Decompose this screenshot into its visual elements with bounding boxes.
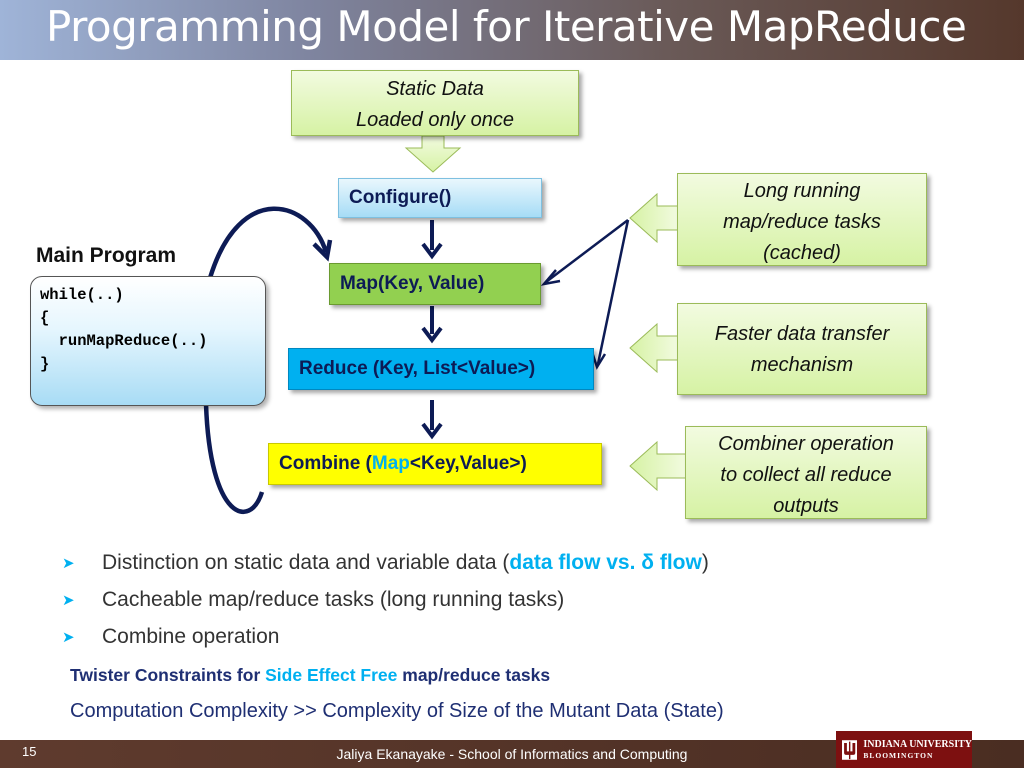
constraints-highlight: Side Effect Free	[265, 665, 398, 685]
combine-suffix: <Key,Value>)	[409, 453, 527, 474]
note-line: outputs	[773, 495, 839, 517]
note-line: map/reduce tasks	[723, 211, 881, 233]
bullet-suffix: )	[701, 551, 709, 574]
bullet-item: ➤ Distinction on static data and variabl…	[62, 545, 709, 581]
code-line: while(..)	[40, 286, 124, 304]
note-line: mechanism	[750, 354, 854, 376]
bullet-arrow-icon: ➤	[62, 555, 75, 572]
combiner-left-arrow	[629, 440, 687, 492]
bullet-text: Distinction on static data and variable …	[102, 551, 510, 574]
bullet-arrow-icon: ➤	[62, 629, 75, 646]
combine-box: Combine (Map<Key,Value>)	[268, 443, 602, 485]
bullet-arrow-icon: ➤	[62, 592, 75, 609]
long-running-left-arrow	[629, 192, 679, 244]
bullet-text: Cacheable map/reduce tasks (long running…	[102, 588, 565, 611]
note-line: Long running	[743, 180, 861, 202]
slide-number: 15	[22, 744, 37, 759]
long-running-note: Long running map/reduce tasks (cached)	[677, 173, 927, 266]
note-line: to collect all reduce	[720, 464, 892, 486]
constraints-prefix: Twister Constraints for	[70, 665, 266, 685]
cached-task-pointers	[540, 219, 630, 370]
code-line: {	[40, 309, 50, 327]
bullet-item: ➤ Combine operation	[62, 619, 279, 655]
main-program-label: Main Program	[36, 244, 177, 267]
code-line: }	[40, 355, 50, 373]
configure-box: Configure()	[338, 178, 542, 218]
constraints-text: Computation Complexity >> Complexity of …	[70, 700, 724, 722]
constraints-suffix: map/reduce tasks	[397, 665, 551, 685]
combine-prefix: Combine (	[279, 453, 372, 474]
title-bar	[0, 0, 1024, 60]
map-label: Map(Key, Value)	[340, 273, 485, 294]
combiner-note: Combiner operation to collect all reduce…	[685, 426, 927, 519]
static-data-line2: Loaded only once	[356, 109, 514, 131]
map-box: Map(Key, Value)	[329, 263, 541, 305]
static-data-line1: Static Data	[386, 78, 484, 100]
footer-text: Jaliya Ekanayake - School of Informatics…	[336, 746, 688, 762]
bullet-highlight: data flow vs. δ flow	[509, 551, 702, 574]
slide-title: Programming Model for Iterative MapReduc…	[46, 2, 967, 51]
note-line: (cached)	[763, 242, 841, 264]
flow-arrows	[421, 220, 443, 440]
note-line: Faster data transfer	[714, 323, 890, 345]
bullet-item: ➤ Cacheable map/reduce tasks (long runni…	[62, 582, 564, 618]
iu-logo-line1: INDIANA UNIVERSITY	[863, 738, 972, 750]
reduce-label: Reduce (Key, List<Value>)	[299, 358, 536, 379]
reduce-box: Reduce (Key, List<Value>)	[288, 348, 594, 390]
combine-map-word: Map	[371, 453, 410, 474]
bullet-text: Combine operation	[102, 625, 280, 648]
constraints-title: Twister Constraints for Side Effect Free…	[70, 665, 550, 686]
iu-logo: INDIANA UNIVERSITY BLOOMINGTON	[836, 731, 972, 768]
note-line: Combiner operation	[718, 433, 894, 455]
iu-logo-line2: BLOOMINGTON	[863, 750, 934, 760]
faster-transfer-left-arrow	[629, 322, 679, 374]
static-data-box: Static Data Loaded only once	[291, 70, 579, 136]
configure-label: Configure()	[349, 187, 452, 208]
iteration-loop	[203, 206, 333, 515]
main-program-code-box: while(..) { runMapReduce(..) }	[30, 276, 266, 406]
static-data-down-arrow	[404, 135, 462, 173]
faster-transfer-note: Faster data transfer mechanism	[677, 303, 927, 395]
iu-trident-icon	[842, 739, 858, 760]
code-line: runMapReduce(..)	[40, 332, 208, 350]
